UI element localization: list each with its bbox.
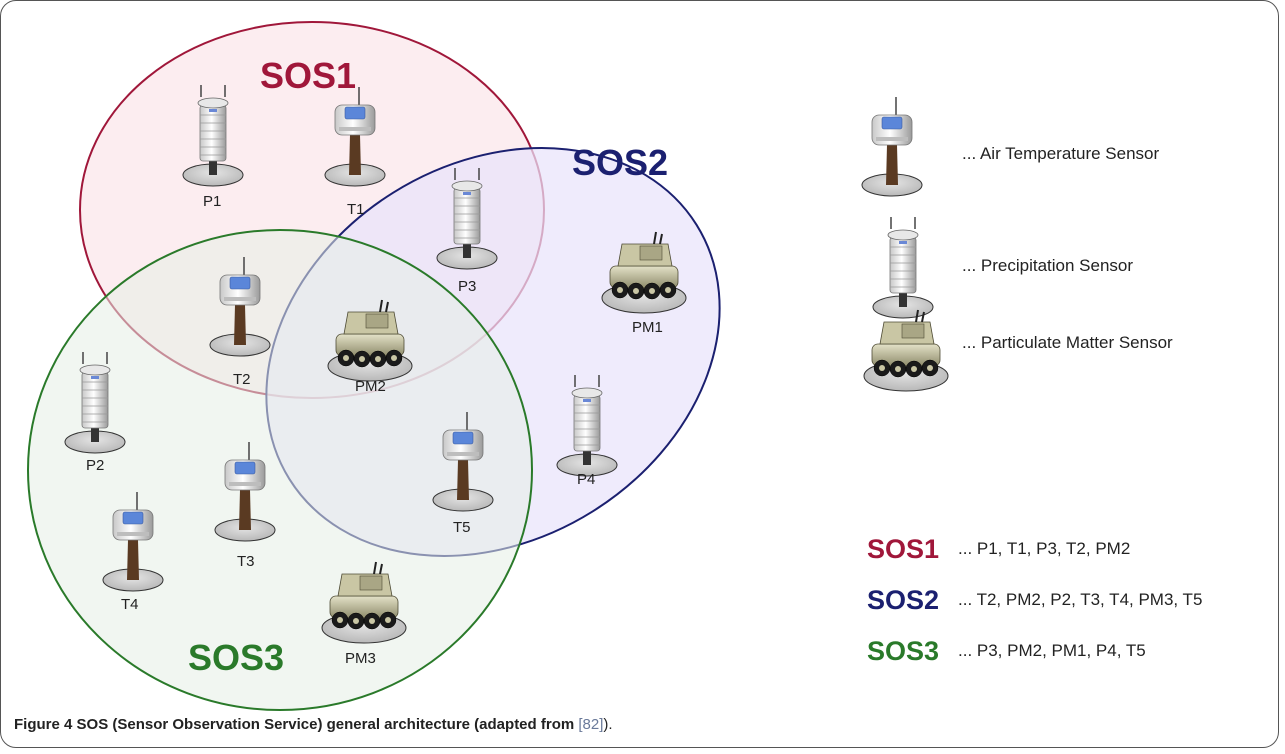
sensor-t1: T1 [324, 86, 386, 218]
sensor-pm2: PM2 [327, 299, 413, 395]
sensor-label: T1 [347, 201, 365, 218]
summary-name: SOS2 [867, 585, 939, 615]
sensor-t5: T5 [432, 411, 494, 536]
sos3-title: SOS3 [188, 637, 284, 678]
legend-label: ... Precipitation Sensor [962, 256, 1133, 275]
caption-label: Figure 4 [14, 716, 73, 733]
summary-name: SOS3 [867, 636, 939, 666]
sensor-label: PM2 [355, 378, 386, 395]
figure-caption: Figure 4 SOS (Sensor Observation Service… [14, 716, 613, 733]
sensor-p2: P2 [64, 351, 126, 474]
legend: ... Air Temperature Sensor ... Precipita… [861, 96, 1173, 392]
summary-name: SOS1 [867, 534, 939, 564]
sensor-label: PM1 [632, 319, 663, 336]
summary-members: ... T2, PM2, P2, T3, T4, PM3, T5 [958, 590, 1202, 609]
caption-text: SOS (Sensor Observation Service) general… [76, 716, 575, 733]
legend-item-air-temperature: ... Air Temperature Sensor [861, 96, 1160, 197]
caption-reference-link[interactable]: [82] [578, 716, 604, 733]
sensor-pm1: PM1 [601, 231, 687, 336]
legend-item-precipitation: ... Precipitation Sensor [872, 216, 1133, 319]
legend-label: ... Particulate Matter Sensor [962, 333, 1173, 352]
particulate-matter-sensor-icon [863, 309, 949, 392]
sensor-p3: P3 [436, 167, 498, 295]
legend-item-particulate-matter: ... Particulate Matter Sensor [863, 309, 1173, 392]
caption-end: ). [603, 716, 613, 733]
sensor-p4: P4 [556, 374, 618, 488]
sensor-label: PM3 [345, 650, 376, 667]
sensor-pm3: PM3 [321, 561, 407, 667]
sos1-title: SOS1 [260, 55, 356, 96]
sensor-label: T5 [453, 519, 471, 536]
sensor-label: T3 [237, 553, 255, 570]
air-temperature-sensor-icon [861, 96, 923, 197]
summary-row-sos2: SOS2 ... T2, PM2, P2, T3, T4, PM3, T5 [867, 585, 1202, 615]
sensor-label: P3 [458, 278, 476, 295]
sensor-label: T2 [233, 371, 251, 388]
summary-row-sos1: SOS1 ... P1, T1, P3, T2, PM2 [867, 534, 1130, 564]
sos2-title: SOS2 [572, 142, 668, 183]
sensor-t4: T4 [102, 491, 164, 613]
summary-members: ... P1, T1, P3, T2, PM2 [958, 539, 1130, 558]
summary-row-sos3: SOS3 ... P3, PM2, PM1, P4, T5 [867, 636, 1146, 666]
sensor-label: P2 [86, 457, 104, 474]
sos3-group-region [27, 229, 533, 711]
sensor-t2: T2 [209, 256, 271, 388]
summary-members: ... P3, PM2, PM1, P4, T5 [958, 641, 1146, 660]
sensor-p1: P1 [182, 84, 244, 210]
sensor-label: P4 [577, 471, 595, 488]
membership-summary: SOS1 ... P1, T1, P3, T2, PM2 SOS2 ... T2… [867, 534, 1202, 666]
legend-label: ... Air Temperature Sensor [962, 144, 1160, 163]
sensor-t3: T3 [214, 441, 276, 570]
precipitation-sensor-icon [872, 216, 934, 319]
sensor-label: T4 [121, 596, 139, 613]
sensor-label: P1 [203, 193, 221, 210]
